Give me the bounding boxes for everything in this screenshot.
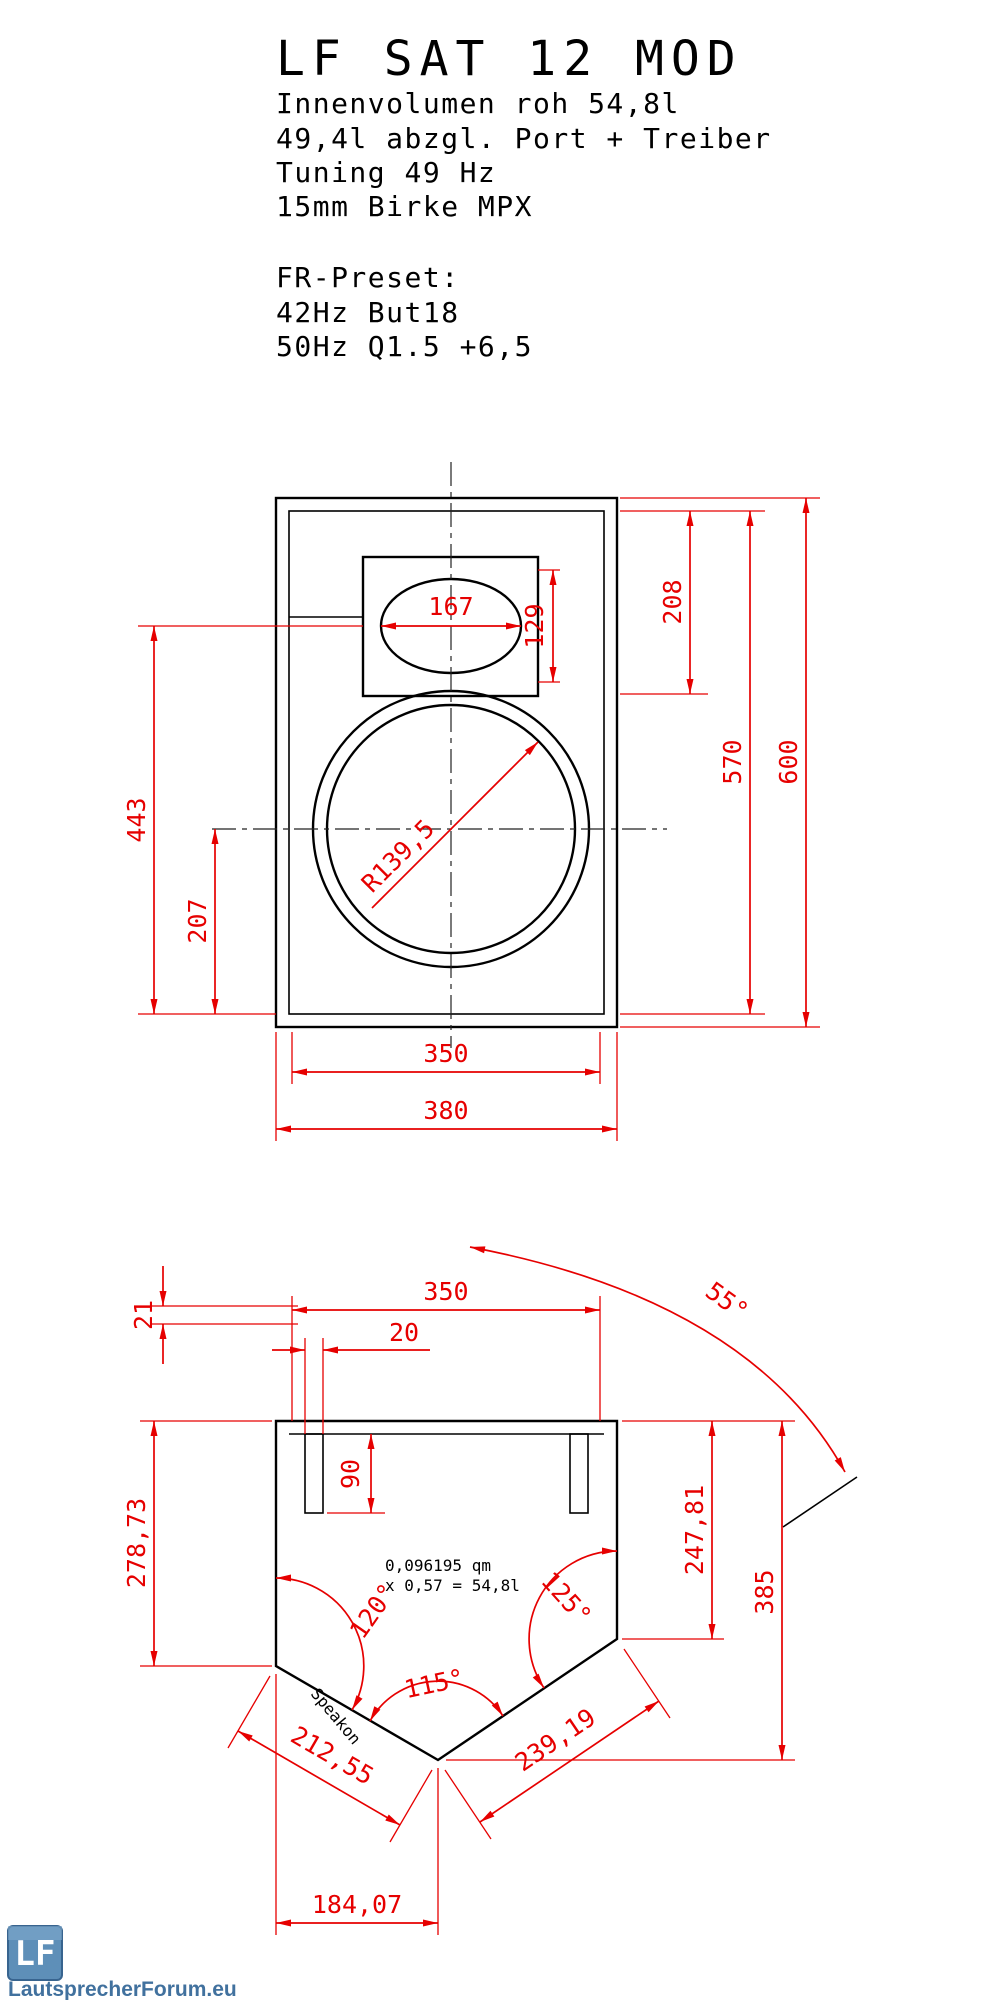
title-block: LF SAT 12 MOD Innenvolumen roh 54,8l 49,… [276, 31, 772, 363]
dim-port-offset: 21 [129, 1300, 158, 1330]
spec-line-tuning: Tuning 49 Hz [276, 156, 496, 189]
dim-left-wall: 278,73 [122, 1498, 151, 1588]
dim-right-diagonal: 239,19 [510, 1703, 601, 1778]
dim-port-slot: 20 [389, 1318, 419, 1347]
spec-line-netvolume: 49,4l abzgl. Port + Treiber [276, 122, 772, 155]
preset-line-2: 50Hz Q1.5 +6,5 [276, 330, 533, 363]
dim-horn-height: 129 [520, 603, 549, 648]
leader-woofer-radius [371, 741, 539, 909]
dimline-left-diagonal [237, 1730, 401, 1826]
forum-logo-shine [8, 1926, 62, 1940]
footer-branding: LF LautsprecherForum.eu [7, 1925, 237, 2000]
ext-left-diag-b [389, 1769, 433, 1843]
ext-right-diag-a [444, 1769, 492, 1840]
dim-angle-bottom: 115° [402, 1663, 467, 1704]
dim-inner-height: 570 [718, 739, 747, 784]
ext-left-diag-a [227, 1675, 271, 1749]
preset-heading: FR-Preset: [276, 261, 460, 294]
dim-plan-inner-width: 350 [423, 1277, 468, 1306]
dim-woofer-radius: R139,5 [356, 814, 440, 898]
area-note-line-2: x 0,57 = 54,8l [385, 1576, 520, 1595]
forum-logo-text: LF [15, 1934, 56, 1974]
forum-site-link[interactable]: LautsprecherForum.eu [8, 1978, 237, 2000]
front-view-geometry [212, 462, 667, 1048]
spec-line-material: 15mm Birke MPX [276, 190, 533, 223]
arc-angle-left [275, 1574, 365, 1711]
dim-bottom-width: 184,07 [312, 1890, 402, 1919]
top-view-notes: 0,096195 qm x 0,57 = 54,8l Speakon [307, 1556, 520, 1748]
angle-reference-line [782, 1476, 858, 1528]
drawing-title: LF SAT 12 MOD [276, 31, 743, 87]
dim-left-diagonal: 212,55 [286, 1721, 379, 1791]
cabinet-inner-wall [288, 510, 605, 1015]
cabinet-outer-outline [274, 496, 619, 1029]
dim-right-wall: 247,81 [680, 1485, 709, 1575]
dim-inner-width: 350 [423, 1039, 468, 1068]
dim-outer-width: 380 [423, 1096, 468, 1125]
dim-woofer-center-to-bottom: 207 [183, 898, 212, 943]
dim-angle-right: 125° [535, 1566, 597, 1630]
arc-rear-angle [469, 1246, 846, 1473]
area-note-line-1: 0,096195 qm [385, 1556, 491, 1575]
port-board-left [304, 1433, 324, 1514]
spec-line-volume: Innenvolumen roh 54,8l [276, 87, 680, 120]
dim-top-to-horn: 208 [658, 579, 687, 624]
top-view-extension-lines [140, 1296, 795, 1935]
dim-rear-angle: 55° [700, 1276, 754, 1326]
ext-right-diag-b [623, 1648, 671, 1719]
dim-total-depth: 385 [750, 1569, 779, 1614]
dim-port-depth: 90 [336, 1459, 365, 1489]
dimline-right-diagonal [479, 1700, 660, 1823]
preset-line-1: 42Hz But18 [276, 296, 460, 329]
front-view-dimensions: 167 129 208 570 600 443 207 R139,5 350 3… [122, 498, 810, 1133]
port-board-right [569, 1433, 589, 1514]
dim-horn-center-to-bottom: 443 [122, 797, 151, 842]
front-view-extension-lines [138, 497, 820, 1141]
dim-outer-height: 600 [774, 739, 803, 784]
dim-horn-width: 167 [428, 592, 473, 621]
arc-angle-right [528, 1547, 618, 1689]
arc-angle-bottom [369, 1680, 504, 1722]
